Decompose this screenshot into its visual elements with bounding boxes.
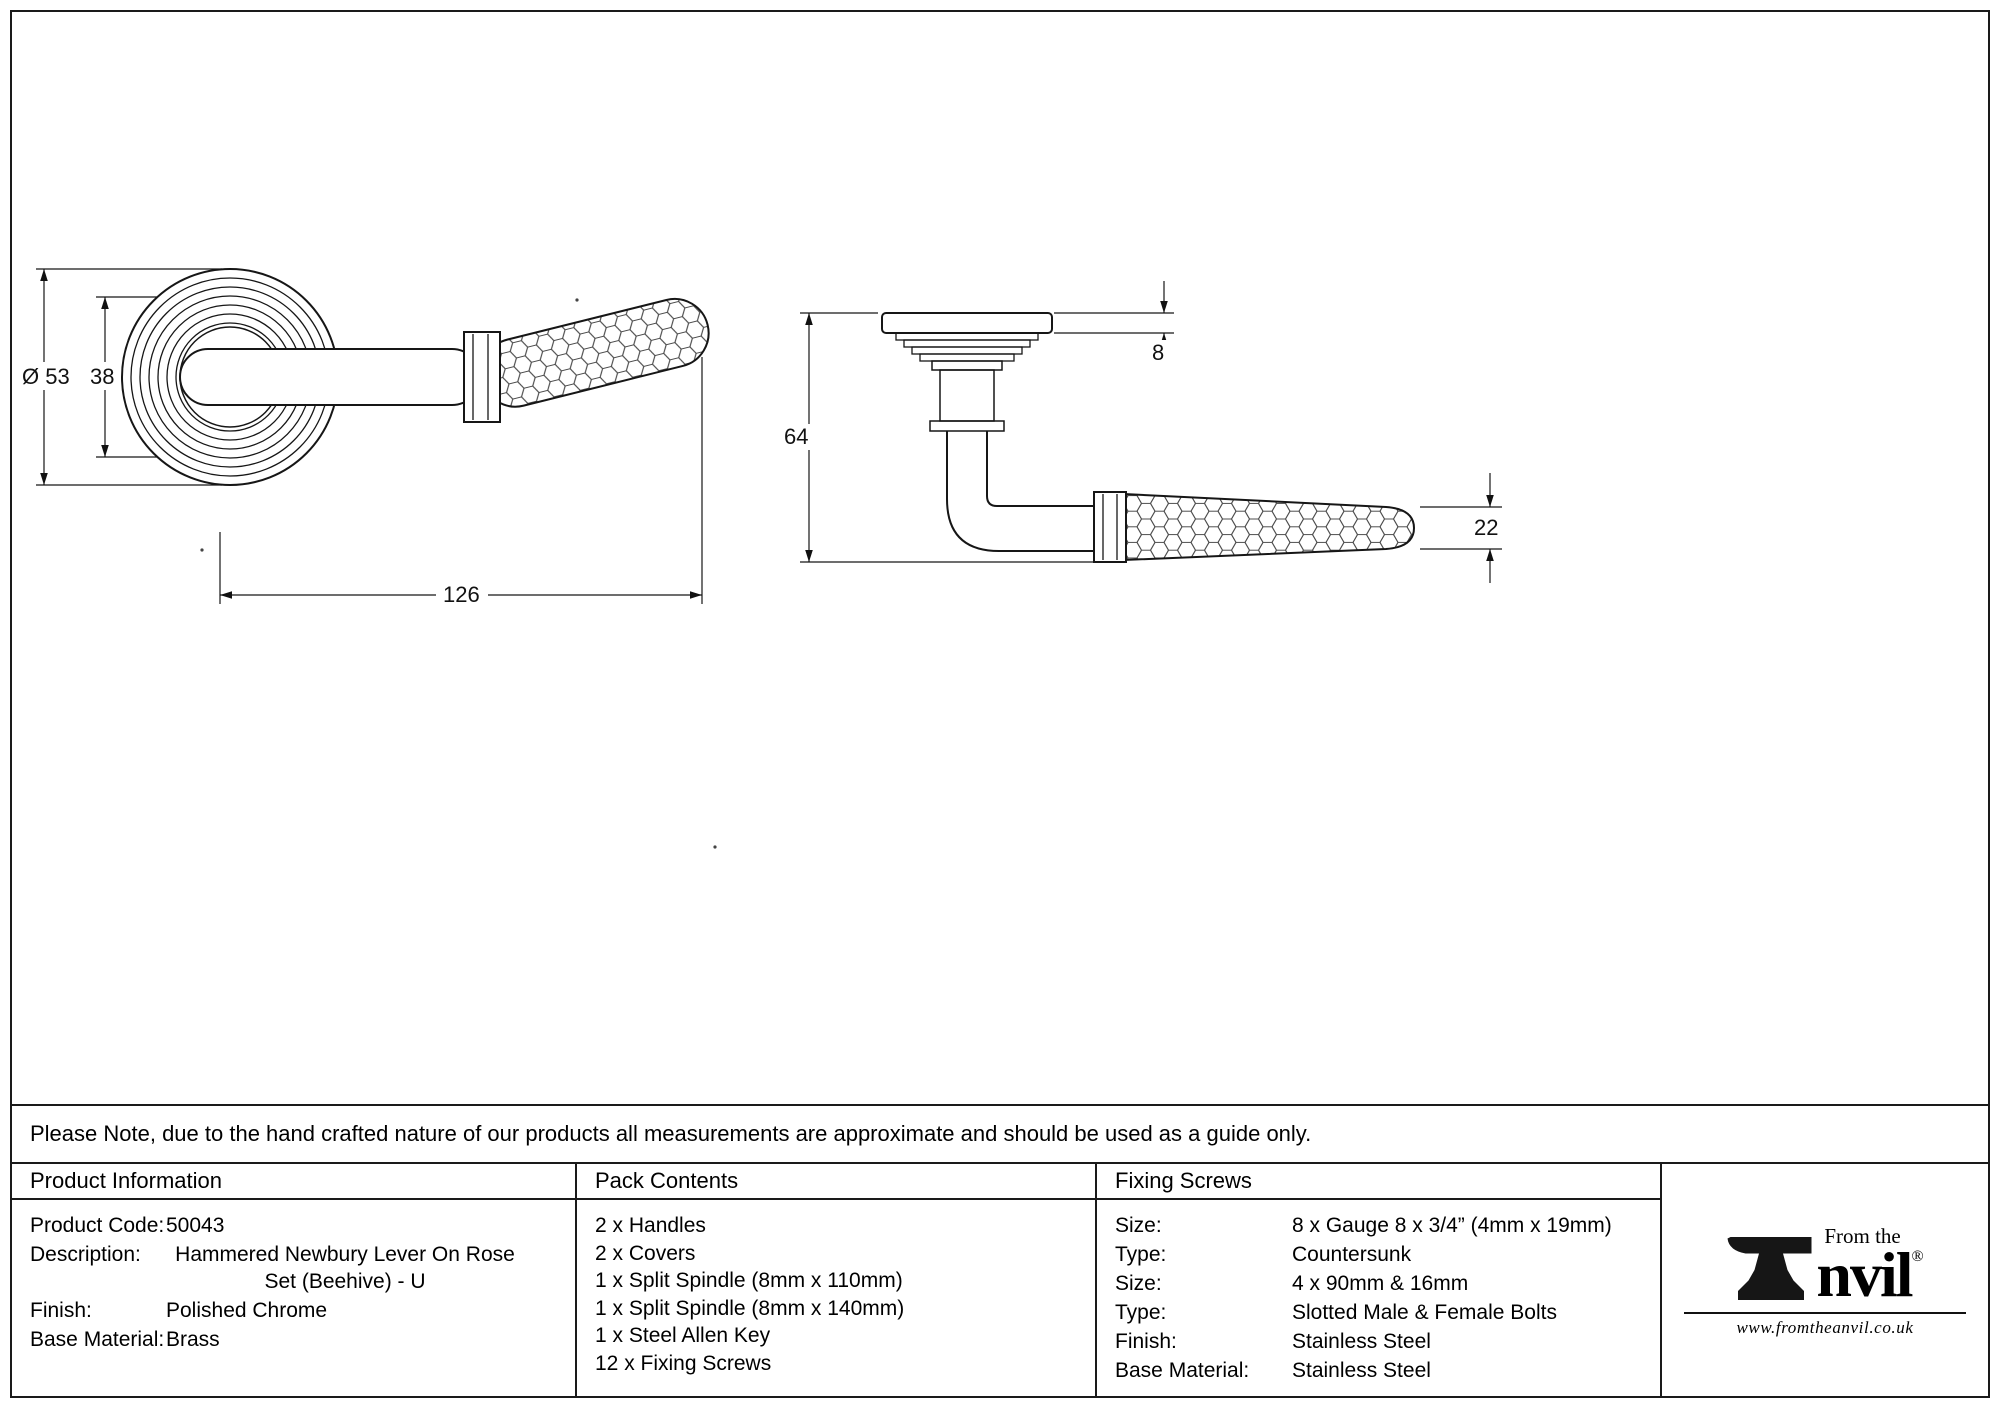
brand-logo: From the nvil ® www.fromtheanvil.co.uk (1662, 1164, 1988, 1396)
product-information-cell: Product Code: 50043 Description: Hammere… (12, 1200, 577, 1396)
table-row: Size: 8 x Gauge 8 x 3/4” (4mm x 19mm) (1115, 1212, 1652, 1239)
header-fixing-screws: Fixing Screws (1097, 1164, 1662, 1200)
dim-label-lever-diameter: 22 (1474, 515, 1498, 540)
brand-tagline: From the (1824, 1224, 1901, 1249)
table-row: Size: 4 x 90mm & 16mm (1115, 1270, 1652, 1297)
field-value: Polished Chrome (166, 1299, 328, 1322)
field-value: Brass (166, 1328, 220, 1351)
field-value: Slotted Male & Female Bolts (1292, 1301, 1557, 1324)
page-border-frame: Ø 53 38 126 (10, 10, 1990, 1398)
field-label: Finish: (30, 1299, 92, 1322)
field-value: Hammered Newbury Lever On Rose Set (Beeh… (175, 1243, 515, 1293)
spec-table: Product Information Pack Contents Fixing… (12, 1162, 1988, 1396)
registration-marks (200, 298, 717, 849)
field-value: Stainless Steel (1292, 1330, 1431, 1353)
dim-label-rose-inner: 38 (90, 364, 114, 389)
header-product-information: Product Information (12, 1164, 577, 1200)
field-value: 4 x 90mm & 16mm (1292, 1272, 1469, 1295)
brand-lockup: From the nvil ® (1726, 1222, 1924, 1311)
field-label: Finish: (1115, 1330, 1177, 1353)
fixing-screws-cell: Size: 8 x Gauge 8 x 3/4” (4mm x 19mm) Ty… (1097, 1200, 1662, 1396)
technical-drawing: Ø 53 38 126 (18, 268, 1514, 849)
table-row: Description: Hammered Newbury Lever On R… (30, 1241, 567, 1295)
field-label: Description: (30, 1243, 141, 1266)
field-value: 8 x Gauge 8 x 3/4” (4mm x 19mm) (1292, 1214, 1612, 1237)
list-item: 1 x Split Spindle (8mm x 110mm) (595, 1269, 903, 1292)
logo-divider (1684, 1312, 1966, 1314)
dim-label-diameter: Ø 53 (22, 364, 70, 389)
technical-drawing-area: Ø 53 38 126 (12, 12, 1988, 1104)
field-value: Countersunk (1292, 1243, 1412, 1266)
field-label: Size: (1115, 1272, 1162, 1295)
disclaimer-text: Please Note, due to the hand crafted nat… (30, 1121, 1312, 1146)
list-item: 1 x Steel Allen Key (595, 1324, 771, 1347)
table-row: Product Code: 50043 (30, 1212, 567, 1239)
field-value: 50043 (166, 1214, 225, 1237)
header-pack-contents: Pack Contents (577, 1164, 1097, 1200)
side-view-handle (881, 312, 1416, 563)
field-label: Size: (1115, 1214, 1162, 1237)
dim-label-projection: 64 (784, 424, 808, 449)
field-label: Base Material: (30, 1328, 165, 1351)
dim-label-length: 126 (443, 582, 480, 607)
list-item: 12 x Fixing Screws (595, 1351, 772, 1375)
table-row: Type: Countersunk (1115, 1241, 1652, 1268)
anvil-icon (1727, 1237, 1812, 1300)
field-label: Product Code: (30, 1214, 165, 1237)
field-value: Stainless Steel (1292, 1359, 1431, 1382)
brand-name: nvil ® (1816, 1239, 1924, 1311)
field-label: Base Material: (1115, 1359, 1250, 1382)
field-label: Type: (1115, 1301, 1167, 1324)
table-row: Finish: Polished Chrome (30, 1297, 567, 1324)
front-view-handle (121, 268, 710, 486)
brand-website: www.fromtheanvil.co.uk (1736, 1318, 1914, 1337)
dim-label-rose-depth: 8 (1152, 340, 1164, 365)
list-item: 2 x Handles (595, 1214, 706, 1237)
list-item: 2 x Covers (595, 1241, 696, 1265)
list-item: 1 x Split Spindle (8mm x 140mm) (595, 1296, 905, 1320)
registered-mark: ® (1911, 1248, 1924, 1266)
table-row: Base Material: Brass (30, 1326, 567, 1353)
field-label: Type: (1115, 1243, 1167, 1266)
table-row: Base Material: Stainless Steel (1115, 1357, 1652, 1384)
disclaimer-note: Please Note, due to the hand crafted nat… (12, 1104, 1988, 1162)
table-row: Finish: Stainless Steel (1115, 1328, 1652, 1355)
table-row: Type: Slotted Male & Female Bolts (1115, 1299, 1652, 1326)
pack-contents-cell: 2 x Handles 2 x Covers 1 x Split Spindle… (577, 1200, 1097, 1396)
